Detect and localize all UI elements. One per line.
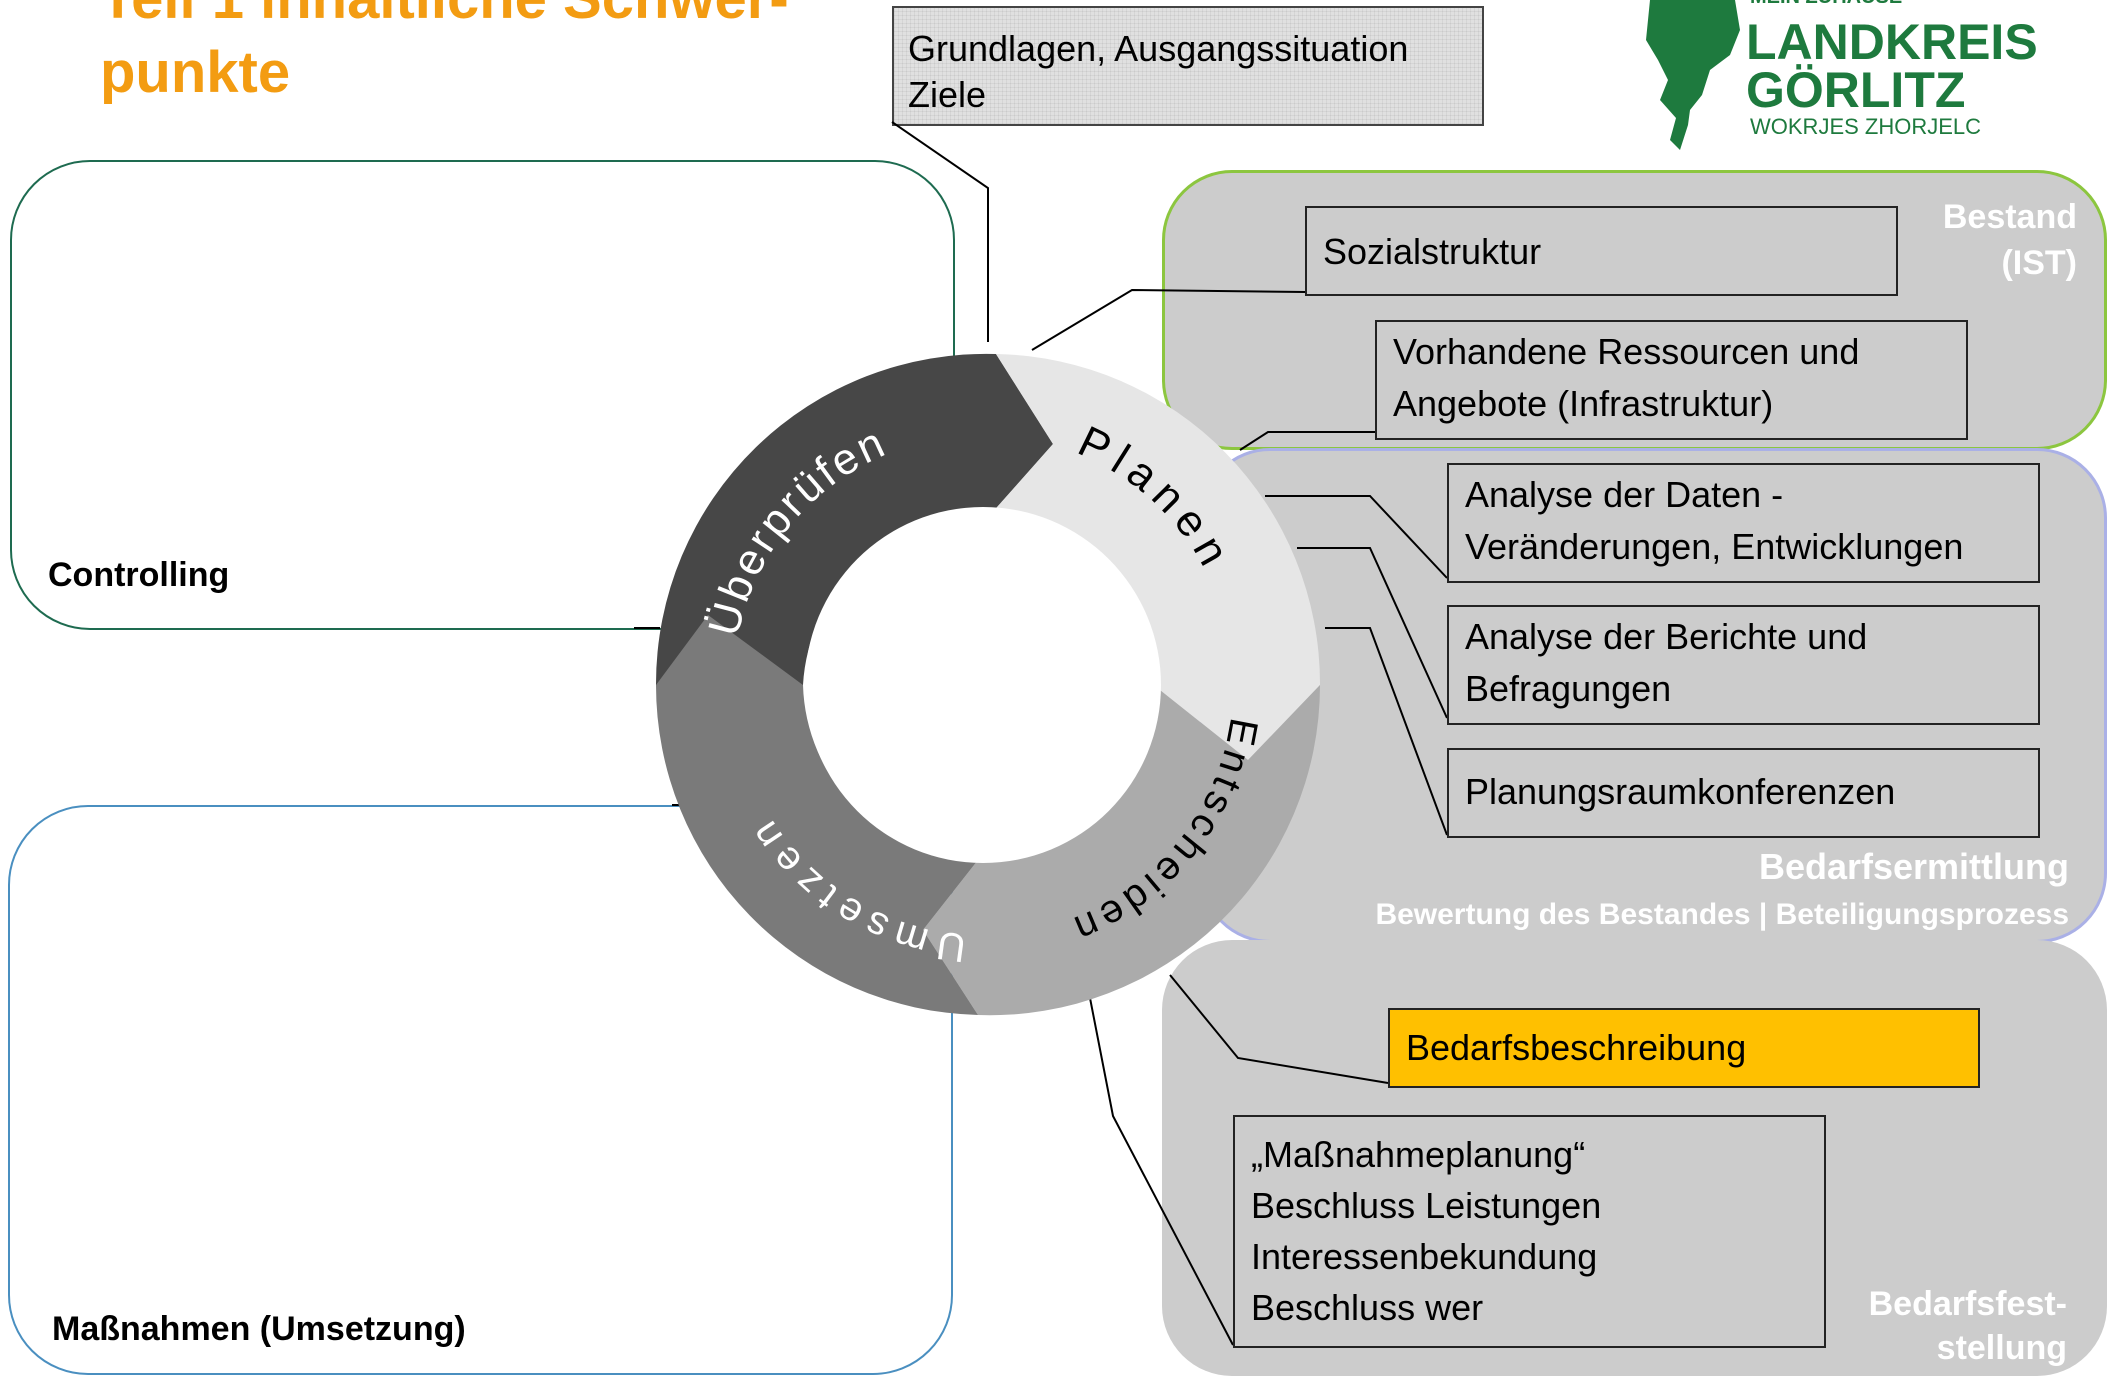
massnahmeplanung-box: „Maßnahmeplanung“ Beschluss Leistungen I… xyxy=(1233,1115,1826,1348)
analyse-daten-box: Analyse der Daten - Veränderungen, Entwi… xyxy=(1447,463,2040,583)
bedarfsbeschreibung-box: Bedarfsbeschreibung xyxy=(1388,1008,1980,1088)
landkreis-map-icon xyxy=(1646,0,1740,150)
massnahmen-label: Maßnahmen (Umsetzung) xyxy=(52,1310,466,1348)
logo-landkreis: LANDKREIS xyxy=(1746,14,2038,70)
planungsraum-box: Planungsraumkonferenzen xyxy=(1447,748,2040,838)
page-title: Teil 1 inhaltliche Schwer- punkte xyxy=(100,0,789,105)
cycle-segment-planen[interactable] xyxy=(990,354,1321,760)
logo-goerlitz: GÖRLITZ xyxy=(1746,62,1966,118)
ressourcen-box: Vorhandene Ressourcen und Angebote (Infr… xyxy=(1375,320,1968,440)
logo-sorbian: WOKRJES ZHORJELC xyxy=(1750,114,1982,139)
bedarfsfeststellung-label: Bedarfsfest- stellung xyxy=(1868,1285,2067,1367)
bedarfsermittlung-label: Bedarfsermittlung xyxy=(1758,846,2069,887)
logo-tagline: MEIN ZUHAUSE xyxy=(1750,0,1902,9)
grundlagen-box: Grundlagen, Ausgangssituation Ziele xyxy=(892,6,1484,126)
analyse-berichte-box: Analyse der Berichte und Befragungen xyxy=(1447,605,2040,725)
cycle-segment-umsetzen[interactable] xyxy=(656,615,978,1015)
bedarfsermittlung-sublabel: Bewertung des Bestandes | Beteiligungspr… xyxy=(1375,898,2069,931)
massnahmen-panel xyxy=(8,805,953,1375)
sozialstruktur-box: Sozialstruktur xyxy=(1305,206,1898,296)
cycle-segment-ueberpruefen[interactable] xyxy=(655,353,1053,685)
controlling-label: Controlling xyxy=(48,556,230,594)
cycle-diagram: Überprüfen Planen Entscheiden Umsetzen xyxy=(655,353,1321,1016)
logo: MEIN ZUHAUSE LANDKREIS GÖRLITZ WOKRJES Z… xyxy=(1640,0,2100,150)
cycle-segment-entscheiden[interactable] xyxy=(923,685,1320,1016)
bestand-label: Bestand (IST) xyxy=(1942,198,2077,282)
